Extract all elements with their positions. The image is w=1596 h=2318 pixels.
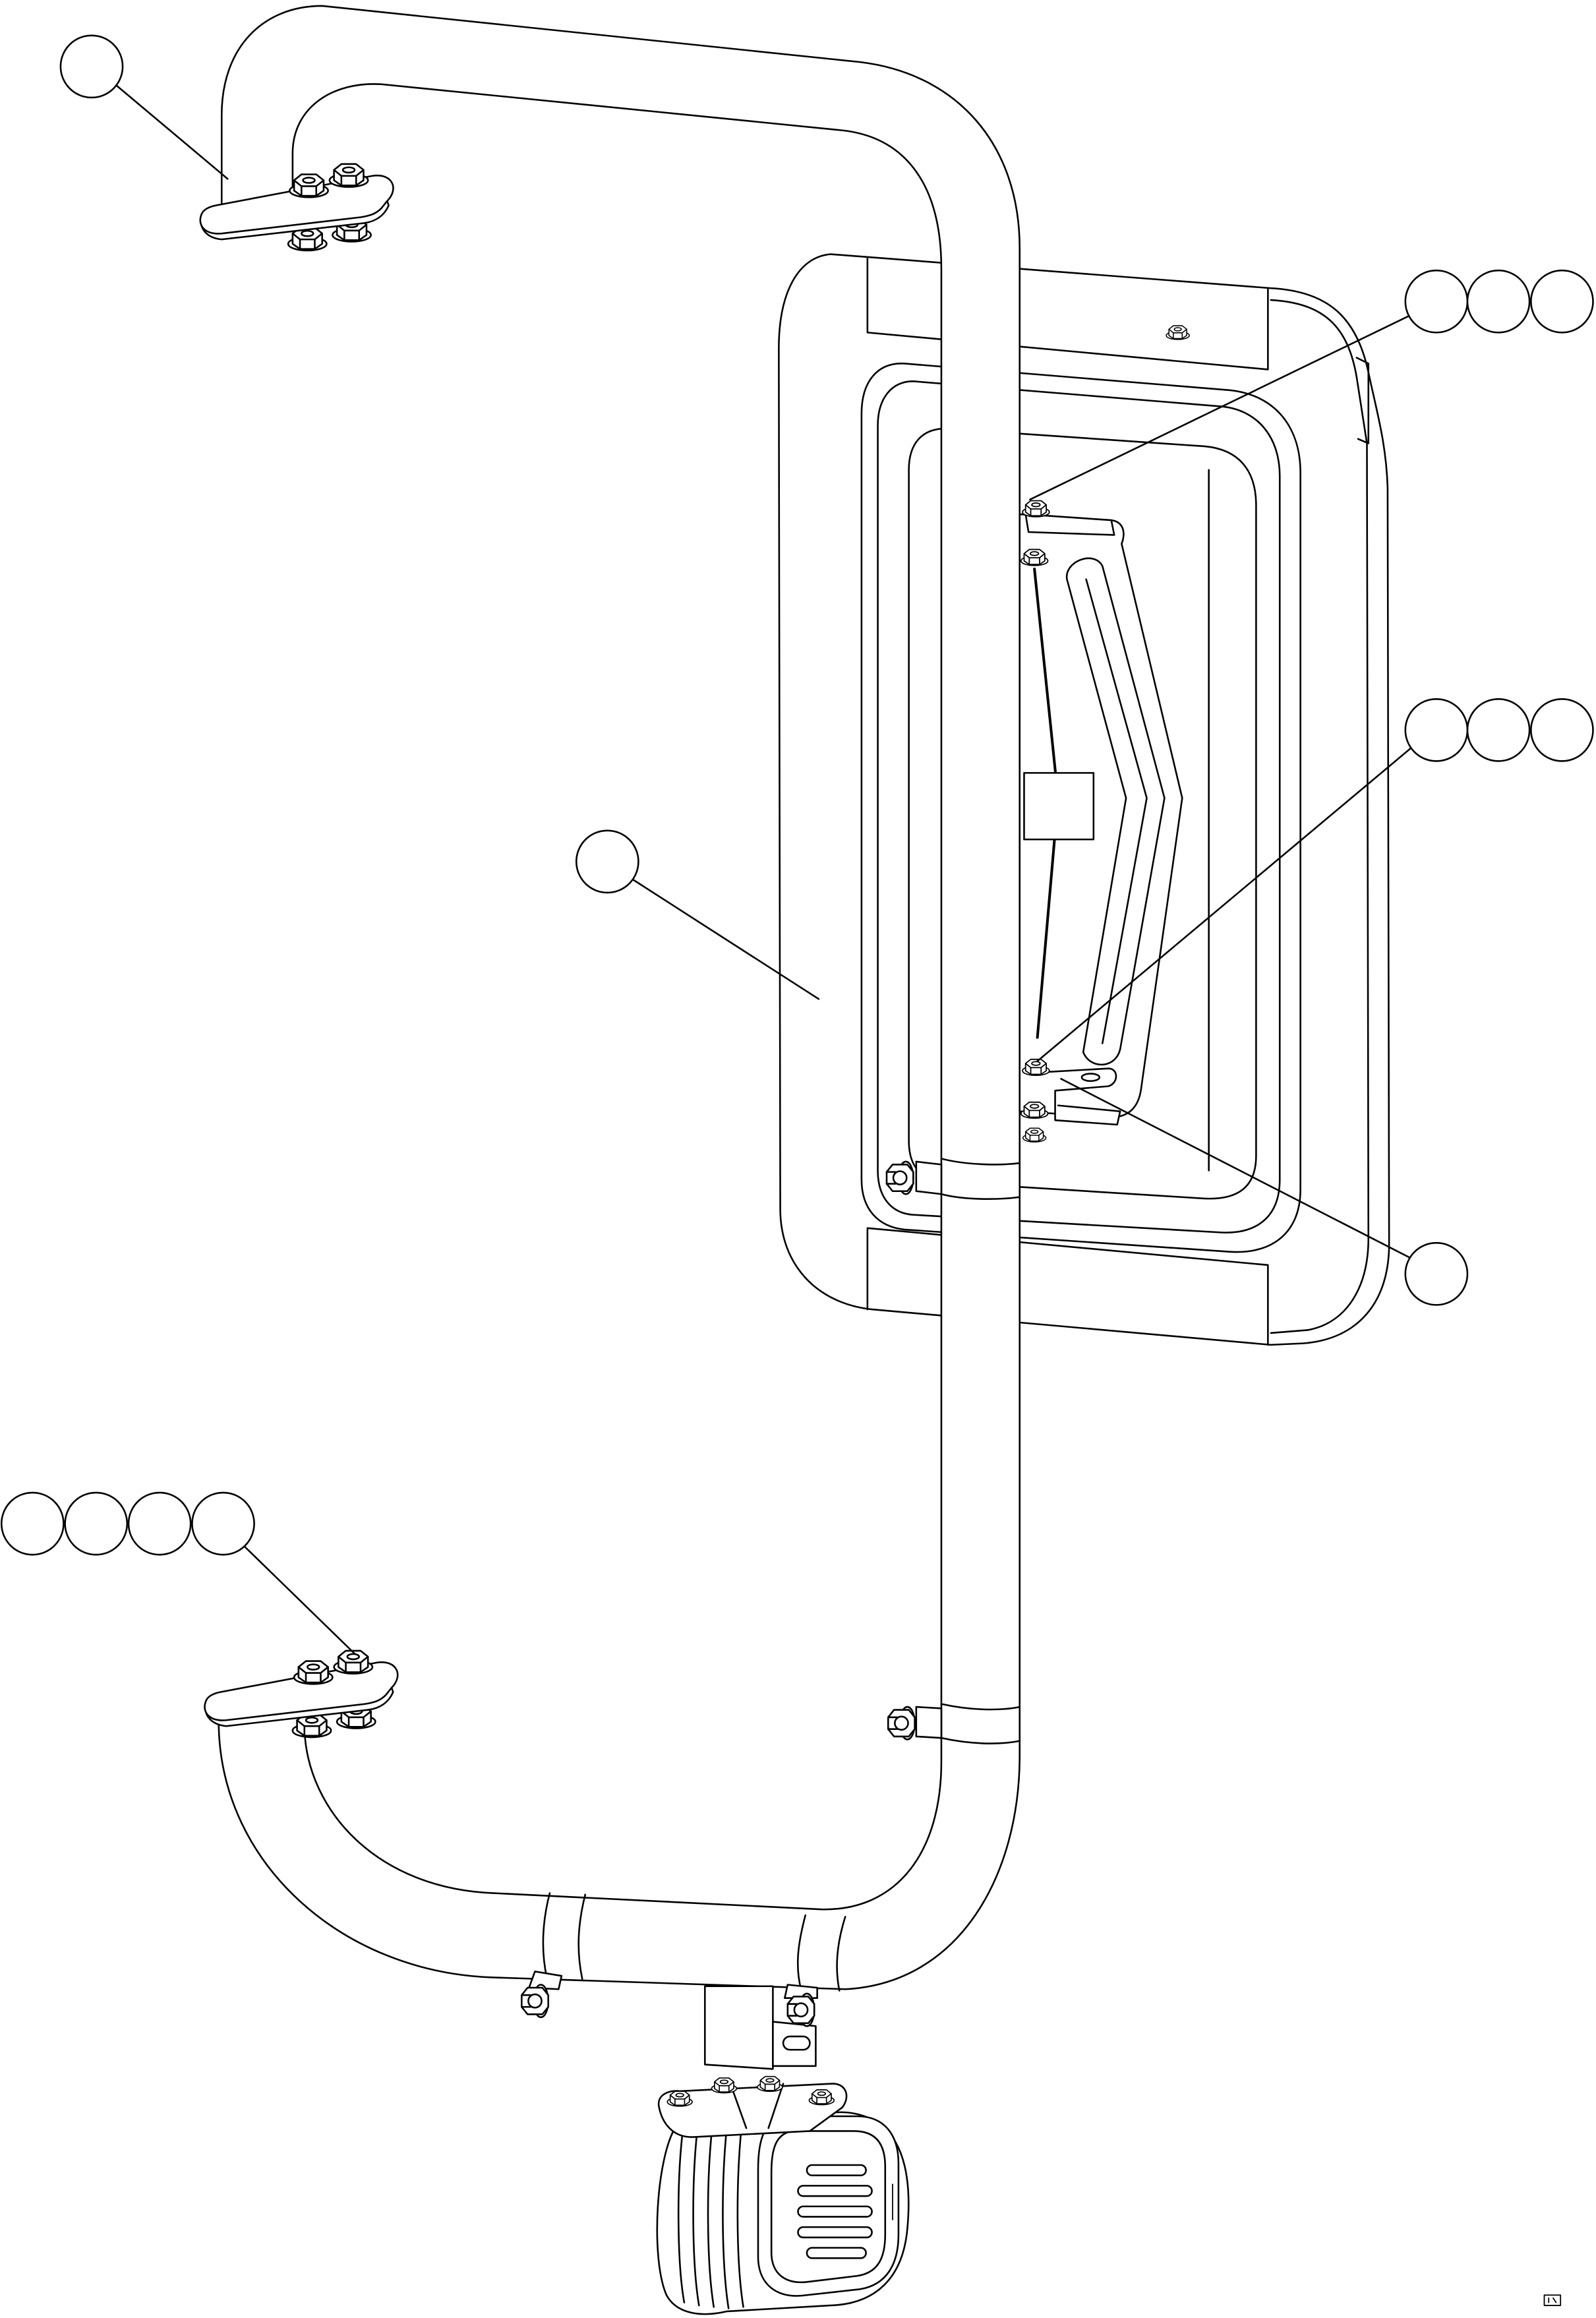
light-bracket-slot	[782, 2035, 811, 2051]
light-cooling-fins	[677, 2122, 744, 2309]
callout-group-3	[1404, 698, 1594, 762]
light-bracket	[703, 1985, 774, 2070]
light-lens	[770, 2130, 887, 2284]
mount-bracket-top-tab	[1024, 513, 1115, 536]
mirror-bottom-strap	[866, 1227, 1269, 1346]
leader-line-5	[1060, 1078, 1411, 1259]
leader-line-4	[632, 878, 820, 1000]
left-bottom-clamp	[521, 1892, 586, 2019]
callout-group-5	[1404, 1241, 1469, 1306]
upper-clamp-nut	[885, 1160, 914, 1195]
callout-balloon	[0, 1491, 65, 1556]
mount-bracket-tab-slot	[1080, 1073, 1101, 1083]
light-yoke-nut	[711, 2077, 738, 2094]
leader-line-3	[1036, 746, 1413, 1062]
mirror-housing-rim	[1270, 299, 1370, 1334]
mount-bracket-slot-inner	[1085, 578, 1148, 1044]
callout-group-1	[59, 34, 124, 99]
leader-line-2	[1029, 315, 1409, 500]
mirror-mount-bracket	[1019, 500, 1183, 1143]
callout-group-2	[1404, 269, 1594, 334]
corner-mark-icon	[1543, 2294, 1562, 2306]
mirror-housing-side-tab	[1355, 357, 1370, 444]
mirror-back-recess-outer	[860, 363, 1301, 1253]
callout-balloon	[575, 829, 639, 894]
mount-bracket-bottom-tab	[1029, 1067, 1121, 1126]
callout-balloon	[1530, 269, 1594, 334]
work-light	[656, 1985, 910, 2315]
light-bracket-tab	[772, 2021, 817, 2067]
support-tube	[218, 5, 1021, 1990]
light-yoke	[657, 2083, 848, 2138]
leader-lines	[115, 84, 1413, 1655]
light-yoke-arms	[730, 2083, 784, 2129]
callout-balloon	[1404, 698, 1469, 762]
callout-balloon	[1404, 269, 1469, 334]
callout-balloon	[1466, 269, 1531, 334]
callout-group-4	[575, 829, 639, 894]
callout-balloon	[1466, 698, 1531, 762]
callout-balloon	[127, 1491, 192, 1556]
callout-balloon	[1530, 698, 1594, 762]
lower-clamp-nut	[887, 1706, 916, 1740]
left-bottom-clamp-nut	[521, 1984, 549, 2019]
leader-line-1	[115, 84, 229, 180]
callout-balloon	[1404, 1241, 1469, 1306]
light-grille	[797, 2164, 873, 2259]
callout-group-6	[0, 1491, 255, 1556]
right-bottom-clamp-nut	[786, 1992, 815, 2027]
leader-line-6	[243, 1545, 356, 1655]
light-yoke-nut	[757, 2075, 783, 2093]
callout-balloon	[64, 1491, 129, 1556]
mount-bracket-pad	[1023, 772, 1095, 841]
mirror-back-panel	[908, 427, 1257, 1200]
mount-bracket-slot	[1066, 557, 1166, 1066]
lower-mount-plate	[205, 1651, 398, 1737]
upper-tube-clamp	[885, 1158, 1021, 1200]
callout-balloon	[191, 1491, 255, 1556]
lower-tube-clamp	[887, 1703, 1021, 1744]
right-bottom-clamp	[784, 1914, 846, 2027]
mirror-top-strap	[866, 256, 1269, 371]
callout-balloon	[59, 34, 124, 99]
mirror-back-recess-inner	[877, 380, 1281, 1233]
